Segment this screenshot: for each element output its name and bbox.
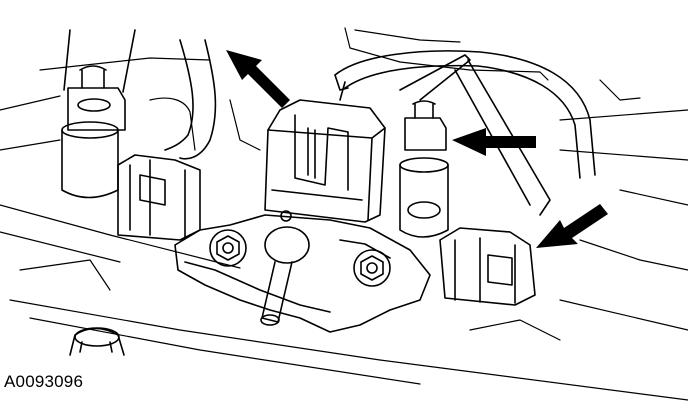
callout-arrows bbox=[226, 50, 608, 248]
center-stud bbox=[260, 210, 310, 326]
left-conduit bbox=[63, 29, 217, 160]
left-injector-connector bbox=[117, 154, 201, 241]
bolt-right bbox=[353, 249, 391, 287]
right-injector-connector bbox=[439, 227, 536, 306]
lower-left-fitting bbox=[69, 327, 125, 356]
bolt-left bbox=[209, 229, 247, 267]
figure-id-label: A0093096 bbox=[4, 372, 84, 391]
center-sensor-module bbox=[264, 99, 386, 223]
arrow-lower-right bbox=[536, 204, 608, 248]
arrow-upper-left bbox=[226, 50, 290, 108]
left-injector bbox=[61, 65, 126, 199]
center-conduit bbox=[334, 50, 596, 179]
arrow-right bbox=[452, 128, 536, 156]
right-injector bbox=[399, 100, 449, 238]
